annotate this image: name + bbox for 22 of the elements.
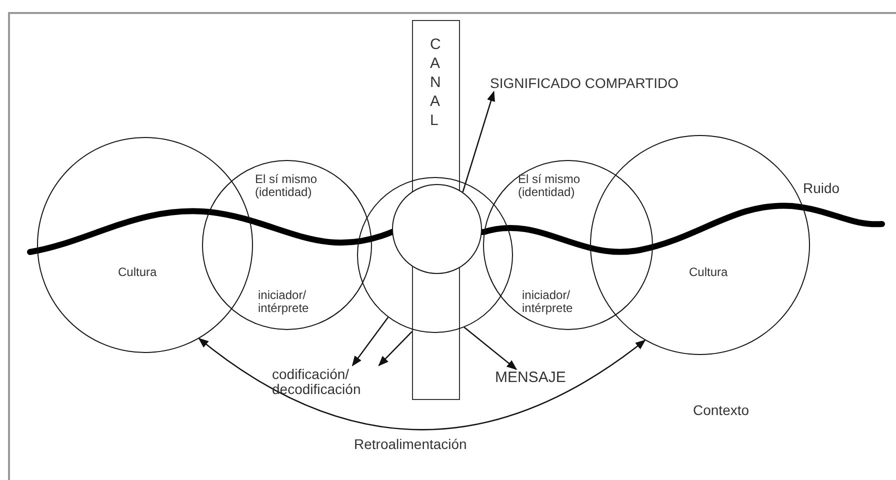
circle-outline [483,160,653,330]
text-label: MENSAJE [495,370,566,385]
double-arrow [198,338,646,430]
arrow [378,331,412,366]
circle-label: Cultura [118,266,158,279]
circle-label: El sí mismo (identidad) [518,173,582,199]
arrow [462,90,495,192]
circle-label: Cultura [689,266,729,279]
circle-label: El sí mismo (identidad) [255,173,318,199]
edge-label: Retroalimentación [352,436,469,452]
text-label: Contexto [693,402,750,418]
circle-outline [357,177,513,333]
arrow [352,316,389,366]
text-label: Ruido [803,180,840,196]
circle-label: iniciador/ intérprete [258,289,310,315]
circle-outline [202,160,372,330]
circle-label: iniciador/ intérprete [522,289,574,315]
circle-outline [37,137,253,353]
text-label: SIGNIFICADO COMPARTIDO [490,76,678,91]
vertical-label: CANAL [430,35,441,130]
arrow [464,326,518,370]
text-label: codificación/ decodificación [272,367,387,397]
